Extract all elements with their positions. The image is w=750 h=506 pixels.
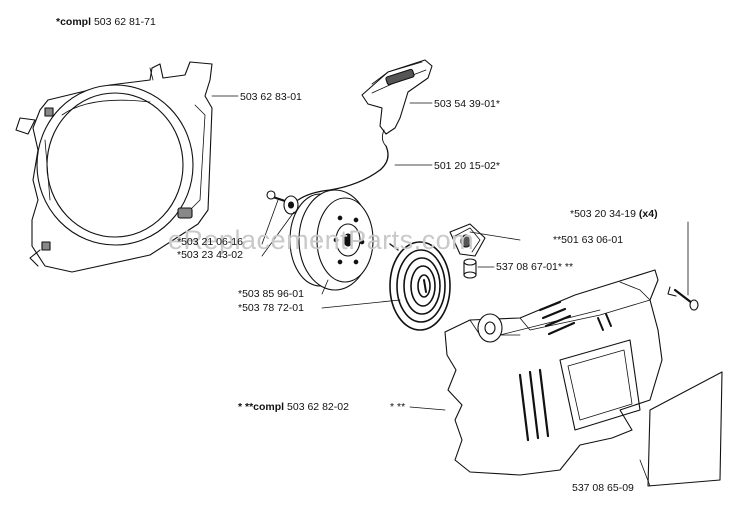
label-compl-top-number: 503 62 81-71	[93, 16, 156, 28]
label-handle: 503 54 39-01*	[434, 98, 500, 110]
grommet-part	[449, 223, 486, 257]
label-compl-top-prefix: *compl	[56, 16, 92, 28]
label-compl-bottom: * **compl 503 62 82-02	[238, 401, 349, 413]
leader-lines	[211, 95, 689, 487]
label-cover-stars: * **	[390, 401, 406, 413]
starter-cover-part	[444, 269, 663, 476]
label-rope: 501 20 15-02*	[434, 160, 500, 172]
label-grommet: **501 63 06-01	[553, 234, 624, 246]
label-compl-bottom-prefix: * **compl	[238, 401, 285, 413]
label-bolt-qty: (x4)	[638, 208, 658, 220]
label-compl-bottom-number: 503 62 82-02	[287, 401, 349, 413]
recoil-spring-part	[389, 241, 451, 331]
label-screw-b: *503 23 43-02	[177, 249, 243, 261]
label-bushing: 537 08 67-01* **	[496, 261, 574, 273]
label-pulley-b: *503 78 72-01	[238, 302, 304, 314]
label-pulley-a: *503 85 96-01	[238, 288, 304, 300]
pulley-screw-part	[266, 190, 299, 215]
bushing-part	[463, 258, 477, 279]
label-bolt-number: *503 20 34-19	[570, 208, 636, 220]
label-bolt-x4: *503 20 34-19 (x4)	[570, 208, 658, 220]
starter-handle-part	[361, 59, 433, 147]
cover-bolt-part	[667, 286, 699, 311]
label-screw-a: *503 21 06-16	[177, 236, 243, 248]
rear-housing-part	[15, 61, 213, 273]
decal-sticker-part	[647, 371, 723, 487]
starter-pulley-part	[289, 189, 374, 291]
starter-rope-part	[297, 145, 389, 201]
label-sticker: 537 08 65-09	[572, 482, 634, 494]
label-compl-top: *compl 503 62 81-71	[56, 16, 156, 28]
label-rear-housing: 503 62 83-01	[240, 91, 302, 103]
